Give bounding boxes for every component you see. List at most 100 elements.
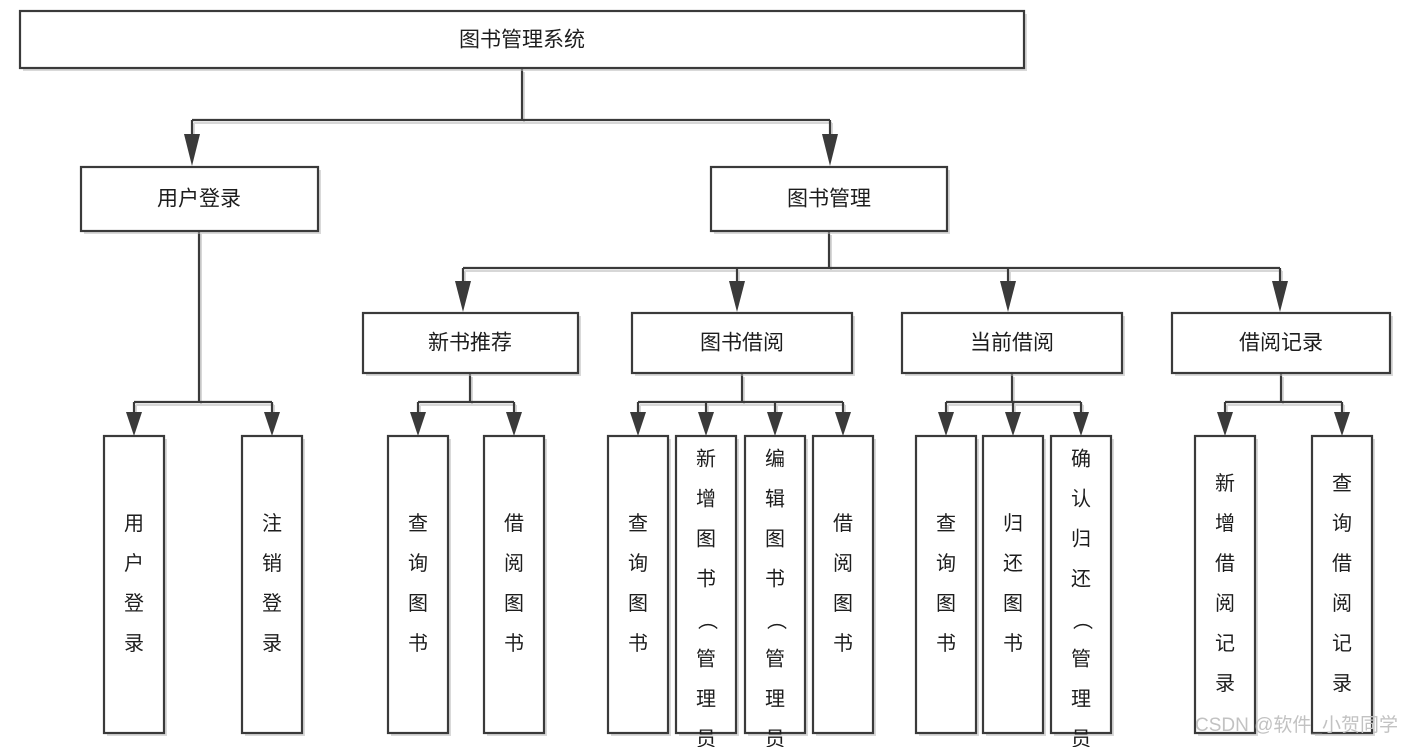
svg-text:书: 书	[504, 632, 524, 655]
arrow-head-icon	[1334, 412, 1350, 436]
node-book-borrow[interactable]: 图书借阅	[630, 311, 855, 376]
svg-text:图: 图	[408, 593, 428, 615]
node-new-book-recommend-label: 新书推荐	[428, 332, 512, 355]
svg-text:书: 书	[765, 567, 785, 590]
node-current-borrow[interactable]: 当前借阅	[900, 311, 1125, 376]
svg-text:还: 还	[1003, 552, 1023, 575]
node-current-borrow-label: 当前借阅	[970, 332, 1054, 355]
svg-text:理: 理	[1071, 688, 1091, 710]
connector-bookmgmt-to-level3	[455, 232, 1288, 312]
svg-text:登: 登	[124, 592, 144, 615]
svg-text:阅: 阅	[833, 552, 853, 575]
arrow-head-icon	[184, 134, 200, 166]
arrow-head-icon	[630, 412, 646, 436]
svg-text:认: 认	[1071, 487, 1091, 510]
svg-text:阅: 阅	[1215, 592, 1235, 615]
node-new-book-recommend[interactable]: 新书推荐	[361, 311, 581, 376]
node-book-management-label: 图书管理	[787, 188, 871, 211]
svg-text:录: 录	[1332, 673, 1352, 695]
svg-text:借: 借	[1332, 552, 1352, 575]
svg-text:图: 图	[628, 593, 648, 615]
svg-text:还: 还	[1071, 567, 1091, 590]
svg-text:注: 注	[262, 512, 282, 535]
svg-text:书: 书	[696, 567, 716, 590]
arrow-head-icon	[1000, 281, 1016, 312]
svg-text:登: 登	[262, 592, 282, 615]
connector-userlogin-to-leaves	[126, 232, 280, 436]
svg-text:理: 理	[696, 688, 716, 710]
csdn-watermark: CSDN @软件_小贺同学	[1195, 714, 1398, 736]
svg-text:新: 新	[696, 447, 716, 470]
arrow-head-icon	[835, 412, 851, 436]
connector-newbook-to-leaves	[410, 374, 522, 436]
connector-bookborrow-to-leaves	[630, 374, 851, 436]
arrow-head-icon	[1272, 281, 1288, 312]
arrow-head-icon	[455, 281, 471, 312]
svg-text:阅: 阅	[504, 552, 524, 575]
node-root[interactable]: 图书管理系统	[18, 9, 1027, 71]
arrow-head-icon	[822, 134, 838, 166]
svg-text:员: 员	[696, 728, 716, 747]
svg-text:辑: 辑	[765, 487, 785, 510]
arrow-head-icon	[264, 412, 280, 436]
svg-text:图: 图	[696, 528, 716, 550]
node-user-login[interactable]: 用户登录	[79, 165, 321, 234]
connector-root-to-level2	[184, 68, 838, 166]
svg-text:确: 确	[1071, 447, 1091, 470]
node-root-label: 图书管理系统	[459, 29, 585, 52]
svg-text:图: 图	[936, 593, 956, 615]
arrow-head-icon	[767, 412, 783, 436]
svg-text:录: 录	[124, 633, 144, 655]
node-borrow-record[interactable]: 借阅记录	[1170, 311, 1393, 376]
svg-text:书: 书	[833, 632, 853, 655]
svg-text:用: 用	[124, 513, 144, 535]
svg-text:管: 管	[696, 647, 716, 670]
svg-text:查: 查	[408, 512, 428, 535]
svg-text:查: 查	[936, 512, 956, 535]
svg-text:书: 书	[628, 632, 648, 655]
svg-text:录: 录	[262, 633, 282, 655]
svg-text:图: 图	[765, 528, 785, 550]
arrow-head-icon	[1073, 412, 1089, 436]
svg-text:理: 理	[765, 688, 785, 710]
node-borrow-record-label: 借阅记录	[1239, 332, 1323, 355]
node-leaf-user-login[interactable]: 用户登录	[102, 434, 167, 736]
svg-text:书: 书	[1003, 632, 1023, 655]
svg-text:管: 管	[765, 647, 785, 670]
svg-text:管: 管	[1071, 647, 1091, 670]
node-book-management[interactable]: 图书管理	[709, 165, 950, 234]
arrow-head-icon	[1217, 412, 1233, 436]
svg-text:图: 图	[833, 593, 853, 615]
svg-text:查: 查	[628, 512, 648, 535]
svg-text:录: 录	[1215, 673, 1235, 695]
svg-text:查: 查	[1332, 472, 1352, 495]
svg-text:借: 借	[1215, 552, 1235, 575]
arrow-head-icon	[729, 281, 745, 312]
svg-text:增: 增	[1215, 512, 1235, 535]
svg-text:员: 员	[1071, 728, 1091, 747]
svg-text:归: 归	[1071, 527, 1091, 550]
